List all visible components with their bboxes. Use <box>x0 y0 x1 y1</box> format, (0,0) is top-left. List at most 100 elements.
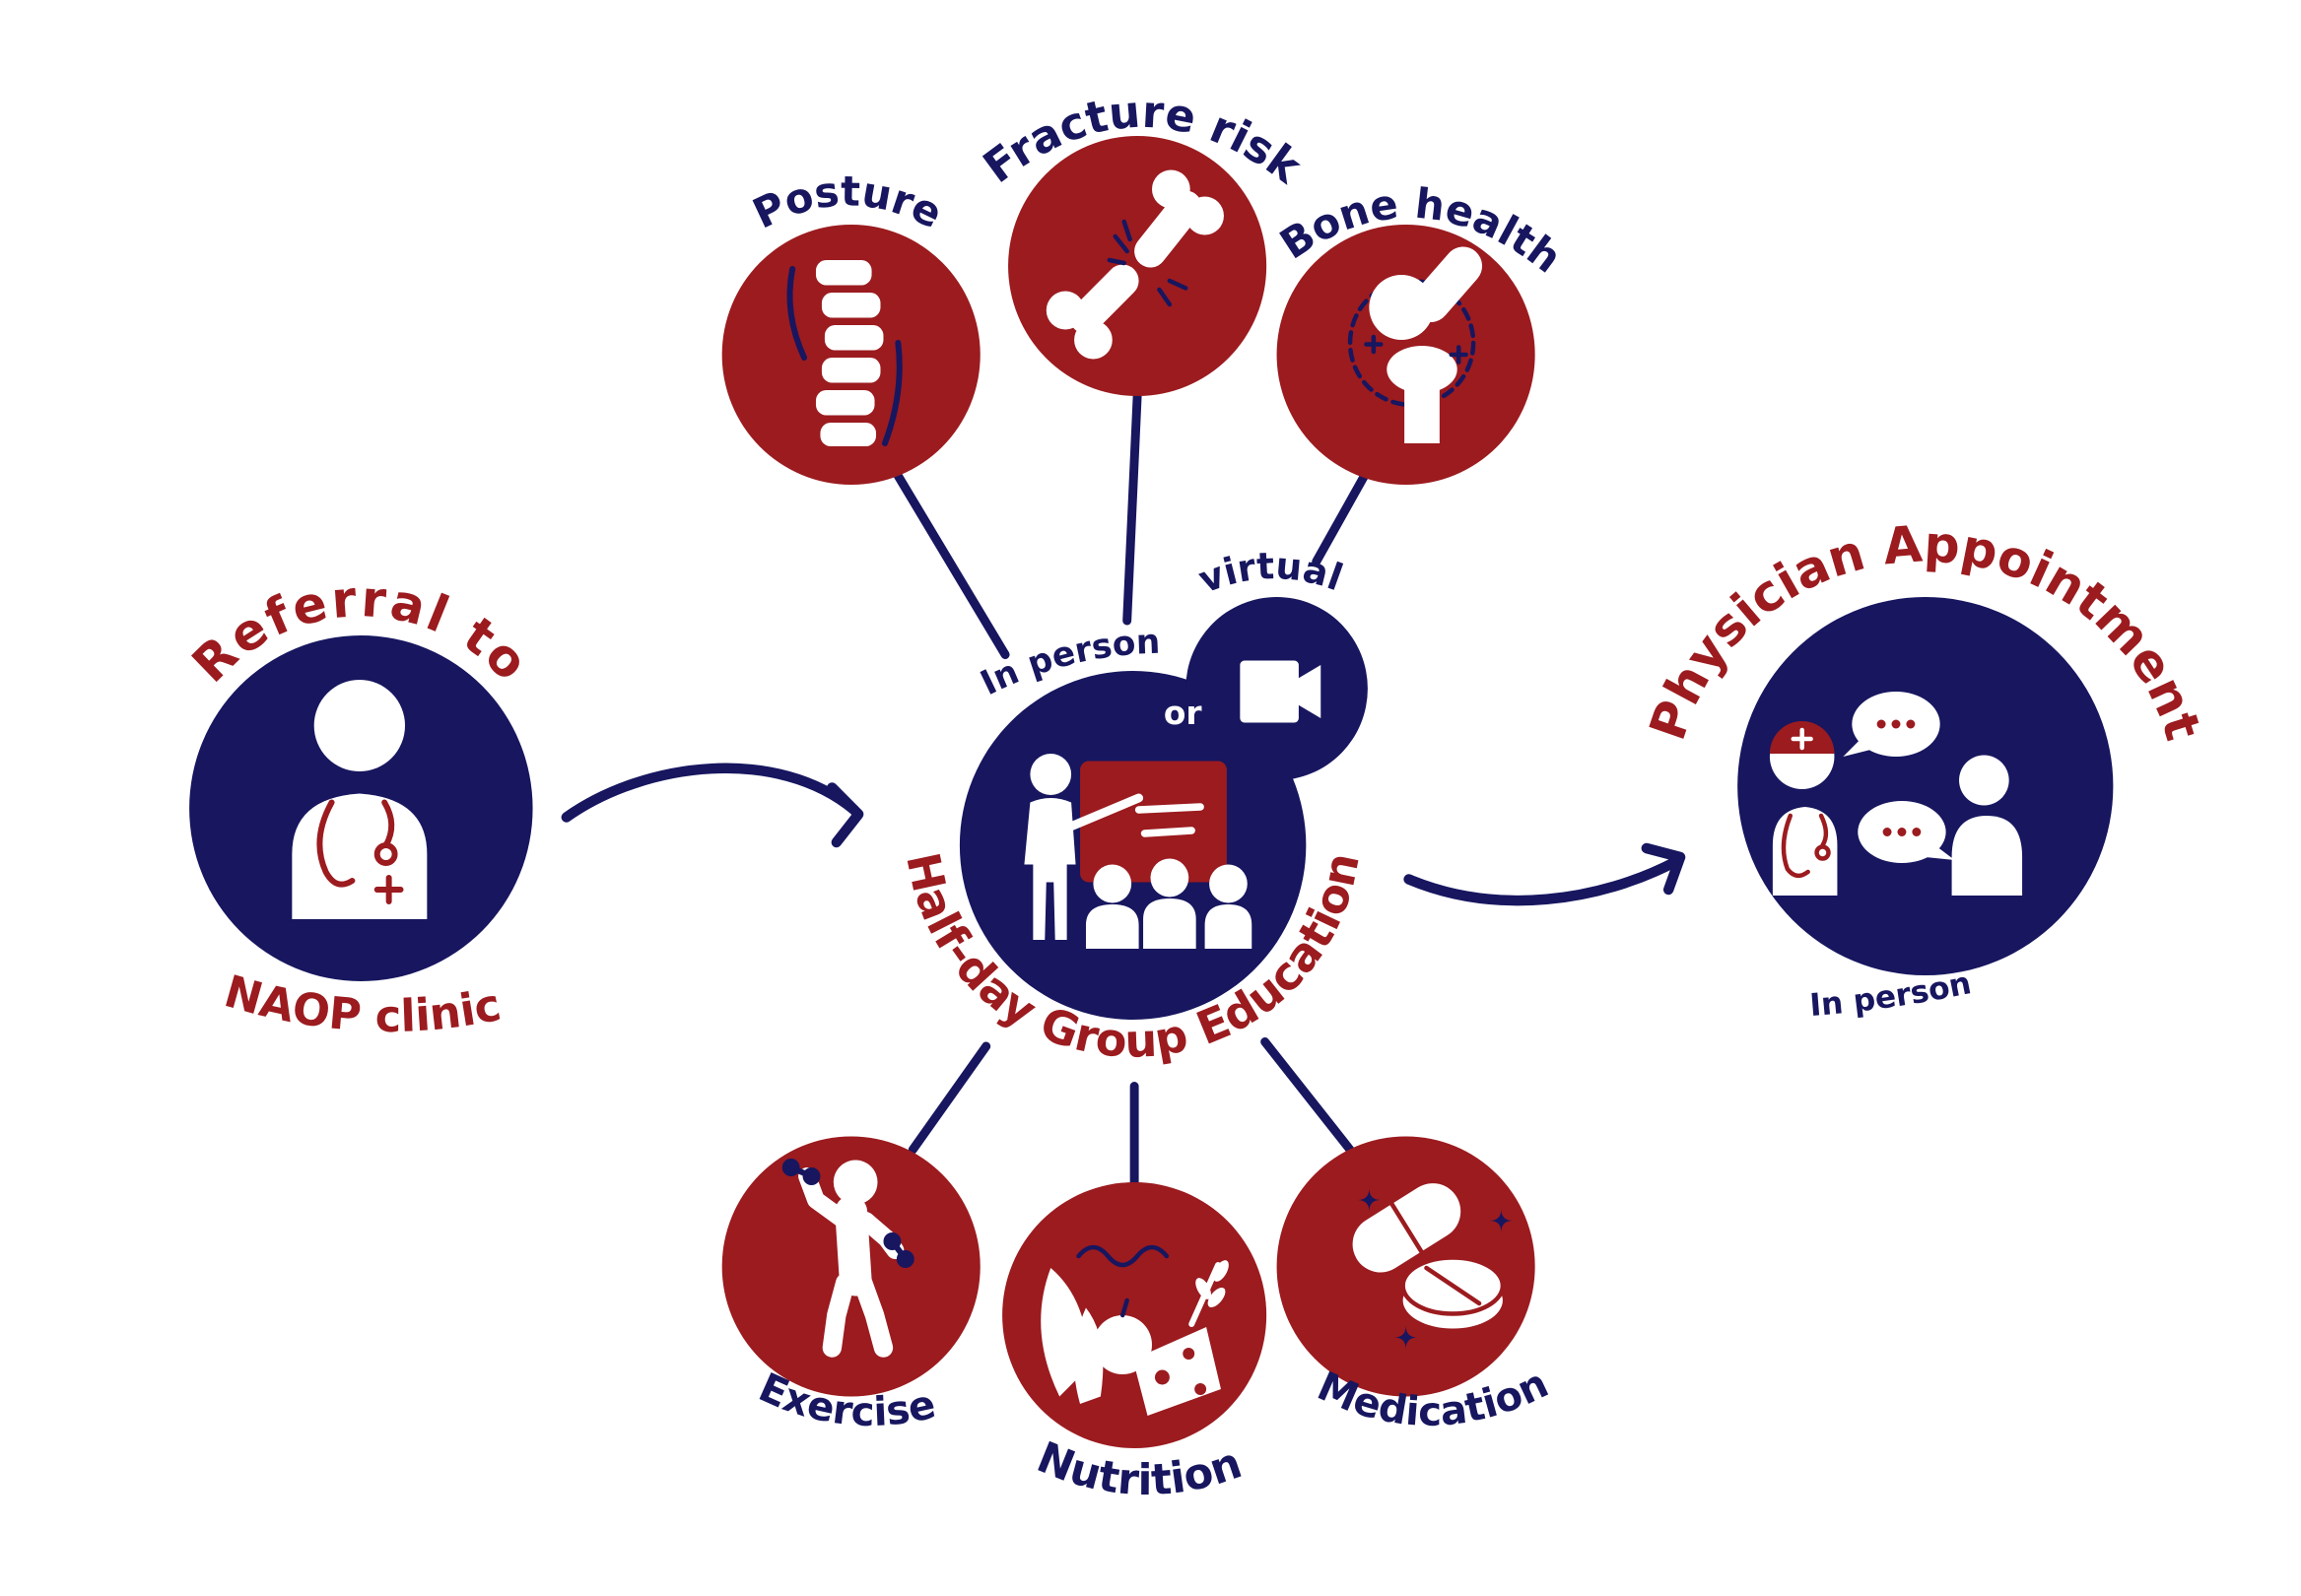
bone-knob <box>1074 320 1113 360</box>
group-class-icon <box>1024 754 1252 949</box>
education-node: In person or virtual Half-day Group Educ… <box>896 544 1370 1068</box>
topic-posture: Posture <box>721 166 981 485</box>
video-camera-icon <box>1240 660 1321 723</box>
cheese-hole <box>1154 1369 1170 1385</box>
topic-fracture-risk: Fracture risk <box>974 85 1312 396</box>
patient-icon <box>1951 755 2023 896</box>
bubble-dot <box>1906 719 1916 729</box>
sparkle-icon <box>1357 1188 1382 1212</box>
dumbbell-weight <box>883 1232 902 1250</box>
bubble-dot <box>1876 719 1886 729</box>
posture-line <box>881 340 903 446</box>
camera-body <box>1240 660 1299 723</box>
teacher-body <box>1024 798 1076 940</box>
stethoscope-tube <box>1781 813 1810 879</box>
bubble-dot <box>1897 828 1907 836</box>
spine-icon <box>786 260 903 446</box>
speech-bubble-icon <box>1858 801 1955 863</box>
bubble-dot <box>1912 828 1922 836</box>
sparkle-icon <box>1489 1209 1514 1232</box>
stethoscope-chestpiece <box>373 842 398 866</box>
teacher-head <box>1030 754 1072 795</box>
doctor-icon <box>1769 721 1838 896</box>
student <box>1085 864 1139 949</box>
upper-bone <box>1411 246 1483 322</box>
physician-format-text: In person <box>1808 965 1974 1024</box>
student-body <box>1204 904 1252 949</box>
connector-fracture-risk <box>1122 391 1142 626</box>
fracture-crack-lines <box>1107 219 1188 307</box>
person-torso <box>835 1195 872 1297</box>
bubble-tail <box>1925 842 1955 860</box>
medication-circle <box>1276 1136 1535 1397</box>
posture-line <box>786 266 808 361</box>
connector-exercise <box>908 1041 991 1155</box>
food-icon <box>1041 1244 1229 1416</box>
student <box>1143 858 1196 949</box>
connector-posture <box>893 471 1010 659</box>
dumbbell-weight <box>896 1250 914 1268</box>
lower-bone-knob <box>1387 346 1457 393</box>
doctor-head <box>313 680 406 771</box>
vertebra <box>821 293 881 318</box>
bone-knob <box>1151 169 1190 209</box>
physician-format-label: In person <box>1808 965 1974 1024</box>
or-label: or <box>1164 694 1202 732</box>
person-leg <box>822 1273 855 1358</box>
student-body <box>1085 904 1139 949</box>
bone-joint-icon <box>1347 246 1483 443</box>
camera-lens <box>1295 665 1321 718</box>
patient-body <box>1951 816 2023 896</box>
vertebra <box>815 390 875 416</box>
topic-medication: Medication <box>1276 1136 1555 1435</box>
medical-cross-icon <box>1791 727 1813 751</box>
vertebra <box>820 423 877 446</box>
wheat-grain <box>1213 1260 1229 1282</box>
presentation-board <box>1080 761 1227 883</box>
stethoscope-tube <box>381 799 395 848</box>
student-head <box>1209 864 1248 903</box>
medical-cross-icon <box>373 875 404 904</box>
teacher-pointer <box>1063 793 1144 832</box>
topic-bone-health: Bone health <box>1271 179 1571 485</box>
arrow-head <box>1641 842 1686 896</box>
connector-medication <box>1260 1037 1355 1155</box>
patient-head <box>1959 755 2009 806</box>
bone-knob <box>1185 196 1224 235</box>
stethoscope-tube <box>316 799 356 888</box>
stethoscope-tube <box>1818 813 1829 848</box>
cheese-hole <box>1183 1348 1195 1360</box>
tablet-score-line <box>1424 1265 1482 1306</box>
vertebra <box>821 358 881 383</box>
broken-bone-icon <box>1046 169 1224 360</box>
bone-upper-shaft <box>1134 190 1202 268</box>
squiggle-decoration <box>1076 1244 1170 1268</box>
vertebra <box>815 260 872 286</box>
dumbbell-weight <box>781 1159 800 1176</box>
arrow-shaft <box>1403 856 1681 906</box>
arrow-referral-to-education <box>561 763 864 848</box>
bubble-tail <box>1843 736 1879 757</box>
capsule <box>1352 1183 1461 1273</box>
topic-exercise: Exercise <box>721 1136 981 1435</box>
person-head <box>833 1160 878 1205</box>
stethoscope-chestpiece <box>1814 844 1831 861</box>
wheat-grain <box>1195 1278 1211 1299</box>
doctor-icon <box>292 680 428 919</box>
doctor-patient-consultation-icon <box>1769 692 2023 896</box>
connector-bone-health <box>1312 465 1373 566</box>
wheat-grain <box>1207 1288 1226 1307</box>
posture-circle <box>721 225 981 485</box>
pills-icon <box>1352 1183 1514 1350</box>
student-body <box>1143 898 1196 949</box>
referral-node: Referral to NAOP clinic <box>181 569 539 1042</box>
arrow-head <box>827 782 864 848</box>
person-leg <box>852 1273 894 1358</box>
bone-lower-shaft <box>1069 264 1139 334</box>
fracture-risk-circle <box>1008 136 1267 396</box>
bone-knob <box>1046 291 1085 330</box>
bubble-dot <box>1891 719 1901 729</box>
board-line <box>1134 803 1204 814</box>
capsule-seam <box>1389 1201 1424 1254</box>
